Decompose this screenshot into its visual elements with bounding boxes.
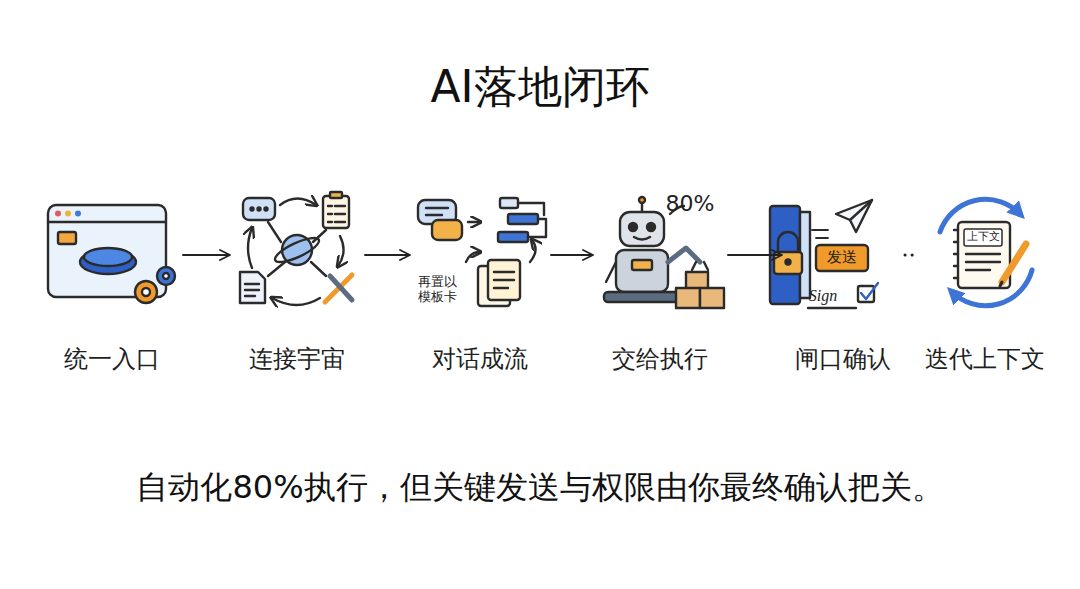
step-label: 统一入口 (47, 343, 177, 375)
dotted-connector (905, 254, 917, 257)
icon-text: 再置以 模板卡 (416, 275, 458, 305)
step-node: 闸口确认 (787, 185, 899, 375)
step-label: 对话成流 (415, 343, 545, 375)
window-icon (48, 205, 175, 303)
icon-text: Sign (809, 287, 837, 305)
icon-text: 上下文 (967, 231, 1000, 244)
icon-text: 80% (666, 191, 715, 216)
connect-icon (240, 192, 352, 305)
arrow-connector (365, 254, 409, 256)
step-node: 统一入口 (47, 185, 177, 375)
step-node: 迭代上下文 (923, 185, 1047, 375)
arrow-connector (183, 254, 229, 256)
step-node: 连接宇宙 (235, 185, 359, 375)
caption: 自动化80%执行，但关键发送与权限由你最终确认把关。 (136, 466, 943, 510)
arrow-connector (551, 254, 592, 256)
title: AI落地闭环 (430, 58, 649, 117)
arrow-connector (728, 254, 781, 256)
gate-icon (770, 200, 878, 308)
icon-text: 发送 (827, 249, 857, 266)
step-label: 交给执行 (598, 343, 722, 375)
step-label: 闸口确认 (787, 343, 899, 375)
step-label: 连接宇宙 (235, 343, 359, 375)
iterate-icon (940, 199, 1032, 305)
step-label: 迭代上下文 (923, 343, 1047, 375)
